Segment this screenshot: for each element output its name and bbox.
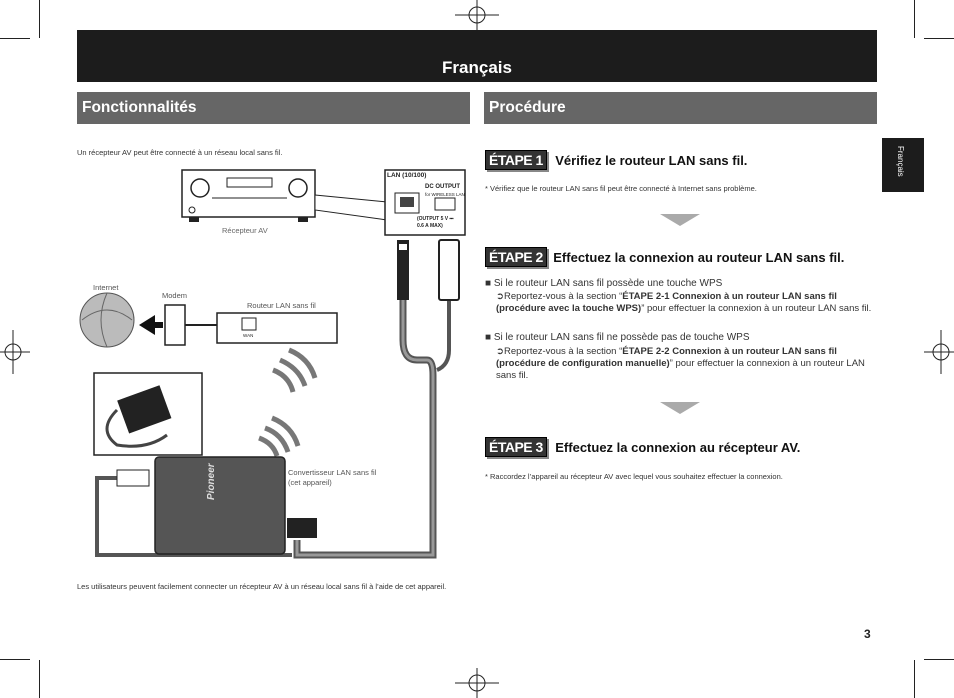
converter-label: Convertisseur LAN sans fil (cet appareil… (288, 468, 377, 487)
features-footer: Les utilisateurs peuvent facilement conn… (77, 582, 447, 591)
lan-port-label: LAN (387, 172, 401, 179)
step-2-ref-2: ➲Reportez-vous à la section “ÉTAPE 2-2 C… (496, 346, 874, 382)
crop-mark (0, 38, 30, 39)
step-1: ÉTAPE 1 Vérifiez le routeur LAN sans fil… (485, 150, 747, 170)
dc-output-sub: for WIRELESS LAN (425, 192, 465, 197)
page-title: Français (442, 58, 512, 77)
registration-mark-top (455, 0, 499, 30)
registration-mark-right (924, 330, 954, 374)
wan-label: WAN (243, 333, 254, 338)
lan-port-sub: (10/100) (402, 172, 427, 179)
crop-mark (924, 659, 954, 660)
crop-mark (914, 660, 915, 698)
receiver-label: Récepteur AV (222, 226, 268, 235)
step-1-note: * Vérifiez que le routeur LAN sans fil p… (485, 184, 757, 193)
ref-1-prefix: ➲Reportez-vous à la section “ (496, 291, 623, 302)
page-number: 3 (864, 627, 871, 641)
ref-2-link[interactable]: ÉTAPE 2-2 Connexion à un routeur LAN san… (496, 346, 837, 369)
internet-label: Internet (93, 283, 119, 292)
ref-2-prefix: ➲Reportez-vous à la section “ (496, 346, 623, 357)
crop-mark (39, 660, 40, 698)
step-2-title: Effectuez la connexion au routeur LAN sa… (553, 250, 845, 265)
step-3-badge: ÉTAPE 3 (485, 437, 547, 457)
registration-mark-bottom (455, 668, 499, 698)
crop-mark (39, 0, 40, 38)
crop-mark (914, 0, 915, 38)
section-heading-procedure: Procédure (484, 92, 877, 124)
ref-1-suffix: ” pour effectuer la connexion à un route… (641, 303, 872, 314)
step-2-option-no-wps: ■ Si le routeur LAN sans fil ne possède … (485, 332, 750, 343)
ref-2-suffix: ” pour effectuer la connexion à un route… (496, 358, 865, 381)
step-1-title: Vérifiez le routeur LAN sans fil. (555, 153, 748, 168)
section-heading-features: Fonctionnalités (77, 92, 470, 124)
step-2-option-wps: ■ Si le routeur LAN sans fil possède une… (485, 278, 723, 289)
side-tab-label: Français (896, 146, 905, 177)
step-3-note: * Raccordez l’appareil au récepteur AV a… (485, 472, 783, 481)
step-3: ÉTAPE 3 Effectuez la connexion au récept… (485, 437, 800, 457)
modem-label: Modem (162, 291, 188, 300)
language-side-tab: Français (882, 138, 924, 192)
crop-mark (0, 659, 30, 660)
router-label: Routeur LAN sans fil (247, 301, 316, 310)
step-2-bullet-2: Si le routeur LAN sans fil ne possède pa… (493, 332, 750, 343)
page-header: Français (77, 30, 877, 82)
step-2-ref-1: ➲Reportez-vous à la section “ÉTAPE 2-1 C… (496, 291, 874, 315)
step-2-bullet-1: Si le routeur LAN sans fil possède une t… (493, 278, 723, 289)
step-2: ÉTAPE 2 Effectuez la connexion au routeu… (485, 247, 844, 267)
step-1-badge: ÉTAPE 1 (485, 150, 547, 170)
ref-1-link[interactable]: ÉTAPE 2-1 Connexion à un routeur LAN san… (496, 291, 837, 314)
features-intro: Un récepteur AV peut être connecté à un … (77, 148, 283, 157)
step-3-title: Effectuez la connexion au récepteur AV. (555, 440, 801, 455)
connection-diagram (79, 169, 466, 559)
output-rating-label: (OUTPUT 5 V ⎓ 0.6 A MAX) (417, 216, 454, 229)
pioneer-logo: Pioneer (206, 463, 217, 500)
crop-mark (924, 38, 954, 39)
step-2-badge: ÉTAPE 2 (485, 247, 547, 267)
registration-mark-left (0, 330, 30, 374)
down-arrow-icon (660, 402, 700, 414)
dc-output-label: DC OUTPUT (425, 184, 460, 190)
down-arrow-icon (660, 214, 700, 226)
